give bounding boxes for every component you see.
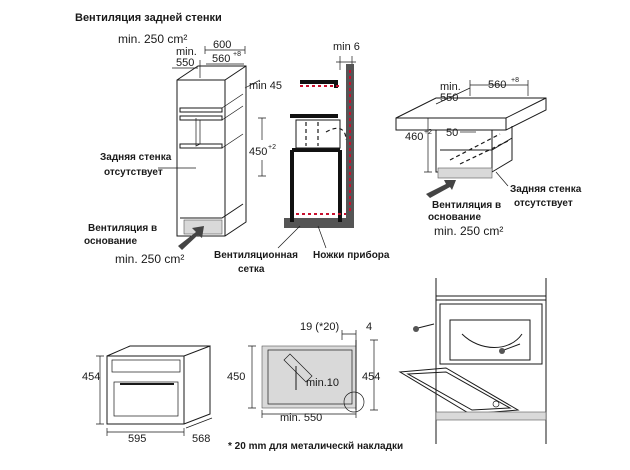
tr-dim-560-tol-label: +8: [511, 77, 519, 84]
vent-base-arrow: [178, 226, 204, 250]
dim-450-line: [258, 117, 266, 177]
shelf-lower: [179, 143, 223, 149]
undercounter-plinth: [437, 167, 493, 179]
appliance-top-edges: [106, 345, 210, 424]
tall-cabinet-panel: Вентиляция задней стенки min. 250 cm² 60…: [75, 12, 282, 266]
screw-right: [503, 343, 521, 351]
cutout-panel: 19 (*20) 4 min.10 450 454 min. 550: [227, 321, 380, 424]
oven-cavity: [449, 319, 531, 361]
mounting-bracket: [283, 353, 313, 383]
vent-grille-label-1: Вентиляционная: [214, 250, 298, 261]
appliance-door: [113, 381, 179, 417]
dim-450-label: 450: [249, 146, 267, 158]
bl-dim-454-line: [96, 355, 104, 425]
bm-dim-450-label: 450: [227, 371, 245, 383]
bm-dim-454-line: [370, 339, 378, 411]
min-6-label: min 6: [333, 41, 360, 53]
bm-min-550-line: [261, 410, 357, 418]
dim-min-label: min.: [176, 46, 197, 58]
min-45-label: min 45: [249, 80, 282, 92]
section-view-panel: min 6 Вентиляционная сетка Ножки прибора: [214, 41, 390, 275]
dim-560-tol-label: +8: [233, 51, 241, 58]
appliance-feet-leader: [317, 225, 327, 249]
niche-floor: [435, 411, 547, 421]
tr-dim-550-line: [435, 87, 471, 105]
tr-back-wall-leader: [495, 171, 509, 187]
installed-oven-panel: [398, 278, 547, 444]
tr-min-250-label: min. 250 cm²: [434, 224, 503, 238]
vent-grille-leader: [277, 225, 301, 249]
bl-dim-568-label: 568: [192, 433, 210, 445]
tr-vent-arrow: [426, 180, 456, 198]
bm-dim-19-line: [341, 330, 357, 340]
bl-dim-568-line: [185, 417, 213, 429]
countertop-edges: [396, 97, 547, 130]
oven-in-niche: [439, 303, 543, 365]
shelf-upper: [179, 115, 223, 121]
bm-dim-4-label: 4: [366, 321, 372, 333]
dim-560-label: 560: [212, 53, 230, 65]
dim-560-line: [199, 60, 244, 78]
bl-dim-595-label: 595: [128, 433, 146, 445]
countertop: [395, 97, 547, 131]
undercounter-airflow: [449, 133, 511, 165]
dim-600-line: [204, 46, 246, 54]
footnote: * 20 mm для металическй накладки: [228, 441, 403, 452]
ventilation-back-wall-label: Вентиляция задней стенки: [75, 12, 222, 24]
oven-cavity-curve: [461, 333, 523, 348]
tr-vent-base-label-1: Вентиляция в: [432, 200, 501, 211]
tr-dim-460-line: [424, 117, 432, 173]
dim-450-tol-label: +2: [268, 144, 276, 151]
tr-dim-50-label: 50: [446, 127, 458, 139]
plinth-line: [180, 203, 244, 219]
cabinet-front-edges: [177, 65, 247, 236]
bm-dim-450-line: [248, 345, 256, 409]
min-250-bottom-label: min. 250 cm²: [115, 252, 184, 266]
shelf-top: [179, 107, 223, 113]
tr-dim-min-label: min.: [440, 81, 461, 93]
screw-left-head: [413, 326, 419, 332]
bm-dim-19-label: 19 (*20): [300, 321, 339, 333]
door-detail: [492, 400, 500, 408]
back-wall-absent-label-2: отсутствует: [104, 167, 163, 178]
tr-dim-460-label: 460: [405, 131, 423, 143]
bl-dim-595-line: [106, 428, 185, 436]
under-counter-panel: min. 550 560 +8 460 +2 50 Задняя стенка …: [395, 77, 582, 238]
niche-top: [436, 295, 546, 301]
dim-600-label: 600: [213, 39, 231, 51]
vent-base-label-2: основание: [84, 236, 137, 247]
cutout-opening: [267, 349, 353, 405]
bl-dim-454-label: 454: [82, 371, 100, 383]
min-250-top-label: min. 250 cm²: [118, 32, 187, 46]
min-45-leader: [244, 79, 261, 89]
bm-dim-454-label: 454: [362, 371, 380, 383]
lower-cabinet: [290, 148, 342, 222]
airflow-arrows: [305, 122, 347, 146]
ventilation-path: [296, 70, 351, 215]
bm-min-10-label: min.10: [306, 377, 339, 389]
appliance-feet-label: Ножки прибора: [313, 249, 390, 261]
screw-right-head: [499, 348, 505, 354]
floor-slab: [284, 218, 354, 228]
appliance-panel: 454 595 568: [82, 345, 213, 445]
tr-back-wall-absent-label-2: отсутствует: [514, 198, 573, 209]
screw-left: [417, 323, 435, 329]
shelf-depth-lines: [221, 93, 244, 149]
dim-550-label: 550: [176, 57, 194, 69]
oven-door-glass: [406, 371, 512, 411]
control-panel: [111, 359, 181, 373]
tr-back-wall-absent-label-1: Задняя стенка: [510, 184, 582, 195]
oven-door-open: [398, 367, 520, 415]
detail-circle: [343, 391, 365, 413]
cutout-frame: [261, 345, 357, 409]
cabinet-outline: [176, 65, 247, 237]
back-wall-absent-label-1: Задняя стенка: [100, 152, 172, 163]
bm-min-550-label: min. 550: [280, 412, 322, 424]
oven-niche-inner: [195, 118, 201, 147]
vent-base-label-1: Вентиляция в: [88, 223, 157, 234]
tr-vent-base-label-2: основание: [428, 212, 481, 223]
vent-grille-label-2: сетка: [238, 264, 265, 275]
